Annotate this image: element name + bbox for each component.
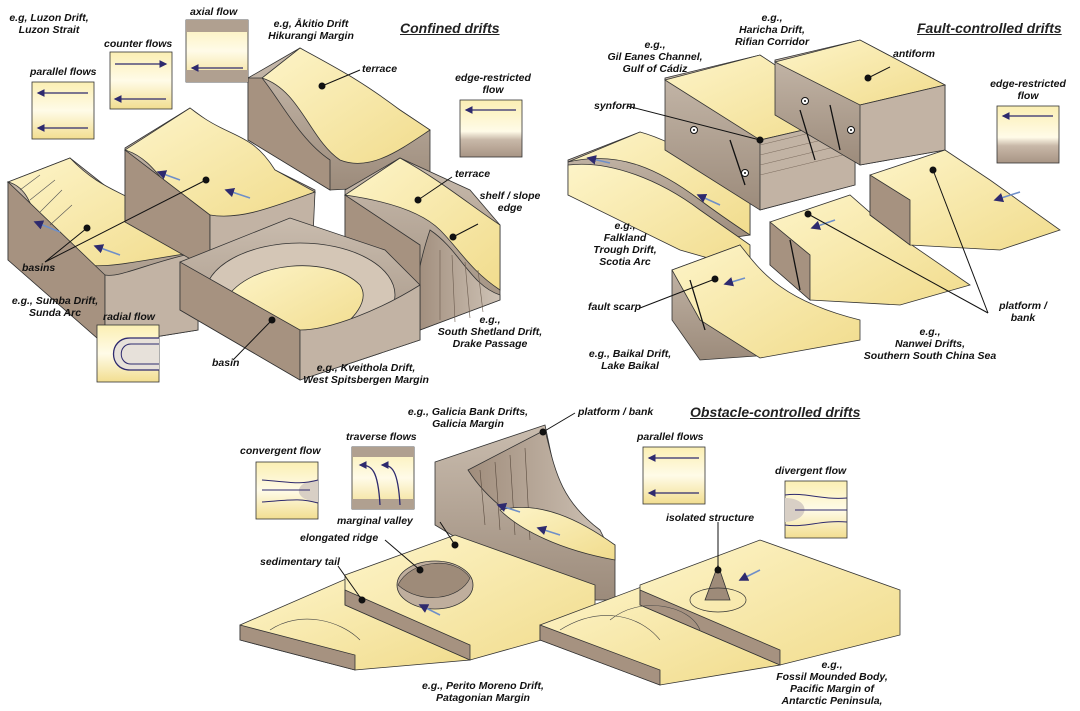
header-obstacle-controlled-drifts: Obstacle-controlled drifts — [690, 404, 861, 420]
platform-bank-1-line-1: platform / — [999, 300, 1047, 312]
baikal-line-1: e.g., Baikal Drift, — [588, 348, 672, 360]
flow-box-traverse — [351, 446, 415, 510]
nanwei-line-3: Southern South China Sea — [863, 350, 997, 362]
label-convergent-flow: convergent flow — [240, 445, 321, 457]
label-sedimentary-tail: sedimentary tail — [260, 556, 340, 568]
sumba-line-1: e.g., Sumba Drift, — [11, 295, 99, 307]
label-antiform: antiform — [893, 48, 935, 60]
nanwei-line-1: e.g., — [919, 326, 941, 338]
label-edge-restricted-flow-2: edge-restricted flow — [985, 78, 1071, 102]
galicia-line-1: e.g., Galicia Bank Drifts, — [407, 406, 529, 418]
gil-eanes-line-2: Gil Eanes Channel, — [607, 51, 703, 63]
haricha-line-1: e.g., — [761, 12, 783, 24]
shetland-line-1: e.g., — [479, 314, 501, 326]
label-parallel-flows-2: parallel flows — [637, 431, 704, 443]
header-confined-drifts: Confined drifts — [400, 20, 500, 36]
haricha-line-2: Haricha Drift, — [739, 24, 805, 36]
galicia-line-2: Galicia Margin — [432, 418, 504, 430]
edge-restricted-1-line-1: edge-restricted — [455, 72, 531, 84]
flow-box-axial — [185, 19, 249, 83]
example-akitio-drift: e.g, Ākitio Drift Hikurangi Margin — [262, 18, 360, 42]
example-falkland-trough-drift: e.g., Falkland Trough Drift, Scotia Arc — [585, 220, 665, 268]
label-divergent-flow: divergent flow — [775, 465, 847, 477]
flow-box-parallel — [31, 81, 95, 140]
perito-line-2: Patagonian Margin — [436, 692, 530, 704]
flow-box-counter — [109, 51, 173, 110]
flow-box-radial — [96, 324, 160, 383]
falkland-line-4: Scotia Arc — [599, 256, 651, 268]
example-kveithola-drift: e.g., Kveithola Drift, West Spitsbergen … — [300, 362, 432, 386]
label-edge-restricted-flow-1: edge-restricted flow — [450, 72, 536, 96]
flow-box-edge-restricted-2 — [996, 105, 1060, 164]
platform-bank-1-line-2: bank — [1010, 312, 1036, 324]
label-platform-bank-2: platform / bank — [578, 406, 654, 418]
gil-eanes-line-3: Gulf of Cádiz — [622, 63, 688, 75]
edge-restricted-2-line-2: flow — [1017, 90, 1039, 102]
example-fossil-mounded-body: e.g., Fossil Mounded Body, Pacific Margi… — [770, 659, 894, 707]
label-fault-scarp: fault scarp — [588, 301, 642, 313]
label-synform: synform — [594, 100, 636, 112]
example-sumba-drift: e.g., Sumba Drift, Sunda Arc — [2, 295, 108, 319]
edge-restricted-1-line-2: flow — [482, 84, 504, 96]
flow-box-divergent — [784, 480, 848, 539]
confined-drift-blocks — [6, 47, 501, 381]
flow-box-convergent — [255, 461, 319, 520]
fossil-line-3: Pacific Margin of — [789, 683, 874, 695]
example-nanwei-drifts: e.g., Nanwei Drifts, Southern South Chin… — [860, 326, 1000, 362]
label-shelf-slope-edge: shelf / slope edge — [470, 190, 550, 214]
label-isolated-structure: isolated structure — [666, 512, 755, 524]
edge-restricted-2-line-1: edge-restricted — [990, 78, 1066, 90]
perito-line-1: e.g., Perito Moreno Drift, — [422, 680, 544, 692]
shelf-edge-line-1: shelf / slope — [479, 190, 541, 202]
shetland-line-2: South Shetland Drift, — [437, 326, 543, 338]
sumba-line-2: Sunda Arc — [28, 307, 82, 319]
label-traverse-flows: traverse flows — [346, 431, 417, 443]
fault-drift-blocks — [567, 39, 1061, 361]
label-terrace-2: terrace — [455, 168, 491, 180]
falkland-line-3: Trough Drift, — [593, 244, 657, 256]
kveithola-line-1: e.g., Kveithola Drift, — [316, 362, 416, 374]
header-fault-controlled-drifts: Fault-controlled drifts — [917, 20, 1062, 36]
label-marginal-valley: marginal valley — [337, 515, 413, 527]
shelf-edge-line-2: edge — [497, 202, 523, 214]
haricha-line-3: Rifian Corridor — [734, 36, 810, 48]
luzon-line-1: e.g, Luzon Drift, — [9, 12, 89, 24]
akitio-line-2: Hikurangi Margin — [268, 30, 354, 42]
label-counter-flows: counter flows — [104, 38, 173, 50]
falkland-line-2: Falkland — [603, 232, 647, 244]
shetland-line-3: Drake Passage — [452, 338, 528, 350]
example-gil-eanes-channel: e.g., Gil Eanes Channel, Gulf of Cádiz — [600, 39, 710, 75]
baikal-line-2: Lake Baikal — [601, 360, 659, 372]
fossil-line-1: e.g., — [821, 659, 843, 671]
label-platform-bank-1: platform / bank — [995, 300, 1051, 324]
label-basin: basin — [212, 357, 240, 369]
luzon-line-2: Luzon Strait — [18, 24, 80, 36]
fossil-line-2: Fossil Mounded Body, — [776, 671, 888, 683]
flow-box-edge-restricted-1 — [459, 99, 523, 158]
label-terrace-1: terrace — [362, 63, 398, 75]
obstacle-drift-blocks — [239, 424, 901, 686]
example-south-shetland-drift: e.g., South Shetland Drift, Drake Passag… — [428, 314, 552, 350]
gil-eanes-line-1: e.g., — [644, 39, 666, 51]
label-radial-flow: radial flow — [103, 311, 155, 323]
example-galicia-bank-drifts: e.g., Galicia Bank Drifts, Galicia Margi… — [400, 406, 536, 430]
akitio-line-1: e.g, Ākitio Drift — [273, 18, 349, 30]
example-perito-moreno-drift: e.g., Perito Moreno Drift, Patagonian Ma… — [410, 680, 556, 704]
label-basins: basins — [22, 262, 56, 274]
fossil-line-4: Antarctic Peninsula, — [781, 695, 883, 707]
label-parallel-flows: parallel flows — [30, 66, 97, 78]
nanwei-line-2: Nanwei Drifts, — [894, 338, 965, 350]
falkland-line-1: e.g., — [614, 220, 636, 232]
label-axial-flow: axial flow — [190, 6, 238, 18]
example-luzon-drift: e.g, Luzon Drift, Luzon Strait — [6, 12, 92, 36]
label-elongated-ridge: elongated ridge — [300, 532, 379, 544]
example-baikal-drift: e.g., Baikal Drift, Lake Baikal — [580, 348, 680, 372]
kveithola-line-2: West Spitsbergen Margin — [303, 374, 429, 386]
leader-lines — [44, 66, 989, 604]
flow-box-parallel-2 — [642, 446, 706, 505]
example-haricha-drift: e.g., Haricha Drift, Rifian Corridor — [722, 12, 822, 48]
flow-arrows — [33, 155, 1021, 616]
